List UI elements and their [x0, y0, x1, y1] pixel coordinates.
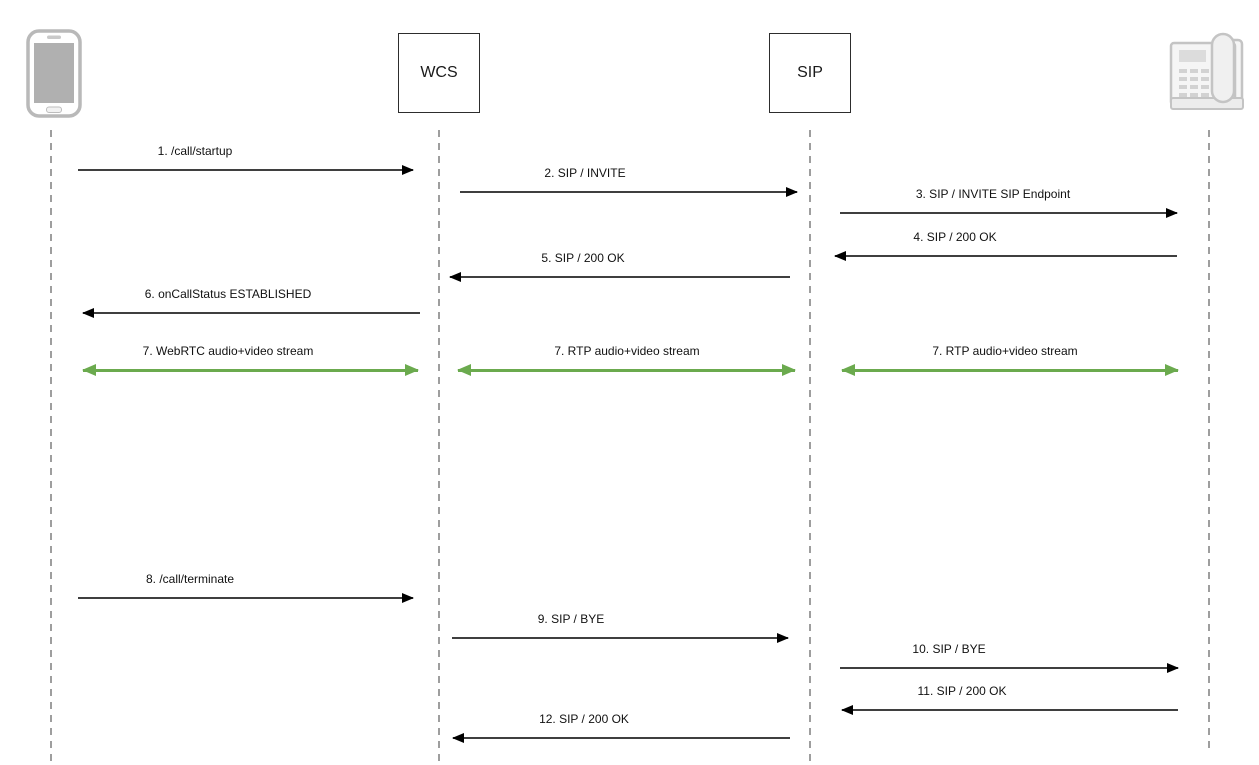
mobile-phone-icon: [26, 29, 82, 118]
message-label-8: 7. RTP audio+video stream: [554, 344, 700, 358]
arrowhead-left-icon: [82, 308, 94, 318]
arrowhead-left-icon: [834, 251, 846, 261]
arrowhead-right-icon: [402, 593, 414, 603]
arrowhead-left-icon: [841, 705, 853, 715]
arrowhead-right-icon: [786, 187, 798, 197]
message-line-12: [840, 667, 1178, 669]
arrowhead-right-icon: [1167, 663, 1179, 673]
message-label-11: 9. SIP / BYE: [537, 612, 605, 626]
lifeline-sip_endpoint: [1208, 130, 1210, 750]
message-line-10: [78, 597, 413, 599]
message-label-5: 5. SIP / 200 OK: [541, 251, 625, 265]
arrowhead-right-icon: [405, 364, 419, 376]
message-label-14: 12. SIP / 200 OK: [539, 712, 629, 726]
actor-label-wcs: WCS: [420, 64, 458, 81]
actor-box-wcs: WCS: [398, 33, 480, 113]
message-line-8: [458, 369, 795, 372]
arrowhead-left-icon: [457, 364, 471, 376]
actor-box-sip: SIP: [769, 33, 851, 113]
message-line-2: [460, 191, 797, 193]
message-line-13: [842, 709, 1178, 711]
arrowhead-right-icon: [782, 364, 796, 376]
message-line-9: [842, 369, 1178, 372]
arrowhead-right-icon: [1165, 364, 1179, 376]
message-label-9: 7. RTP audio+video stream: [932, 344, 1078, 358]
actor-label-sip: SIP: [797, 64, 823, 81]
message-label-3: 3. SIP / INVITE SIP Endpoint: [915, 187, 1071, 201]
message-label-4: 4. SIP / 200 OK: [913, 230, 997, 244]
message-label-12: 10. SIP / BYE: [912, 642, 986, 656]
arrowhead-right-icon: [777, 633, 789, 643]
desk-phone-icon: [1169, 32, 1244, 110]
arrowhead-left-icon: [82, 364, 96, 376]
message-line-4: [835, 255, 1177, 257]
message-line-1: [78, 169, 413, 171]
message-line-6: [83, 312, 420, 314]
message-line-5: [450, 276, 790, 278]
message-label-13: 11. SIP / 200 OK: [917, 684, 1007, 698]
lifeline-browser: [50, 130, 52, 765]
lifeline-wcs: [438, 130, 440, 765]
keypad-keys: [1179, 69, 1209, 97]
message-line-3: [840, 212, 1177, 214]
lifeline-sip: [809, 130, 811, 765]
message-line-14: [453, 737, 790, 739]
arrowhead-right-icon: [1166, 208, 1178, 218]
message-label-10: 8. /call/terminate: [145, 572, 235, 586]
arrowhead-left-icon: [841, 364, 855, 376]
message-label-1: 1. /call/startup: [157, 144, 233, 158]
message-line-7: [83, 369, 418, 372]
message-line-11: [452, 637, 788, 639]
message-label-2: 2. SIP / INVITE: [544, 166, 626, 180]
arrowhead-left-icon: [449, 272, 461, 282]
message-label-6: 6. onCallStatus ESTABLISHED: [144, 287, 312, 301]
message-label-7: 7. WebRTC audio+video stream: [142, 344, 314, 358]
arrowhead-right-icon: [402, 165, 414, 175]
arrowhead-left-icon: [452, 733, 464, 743]
